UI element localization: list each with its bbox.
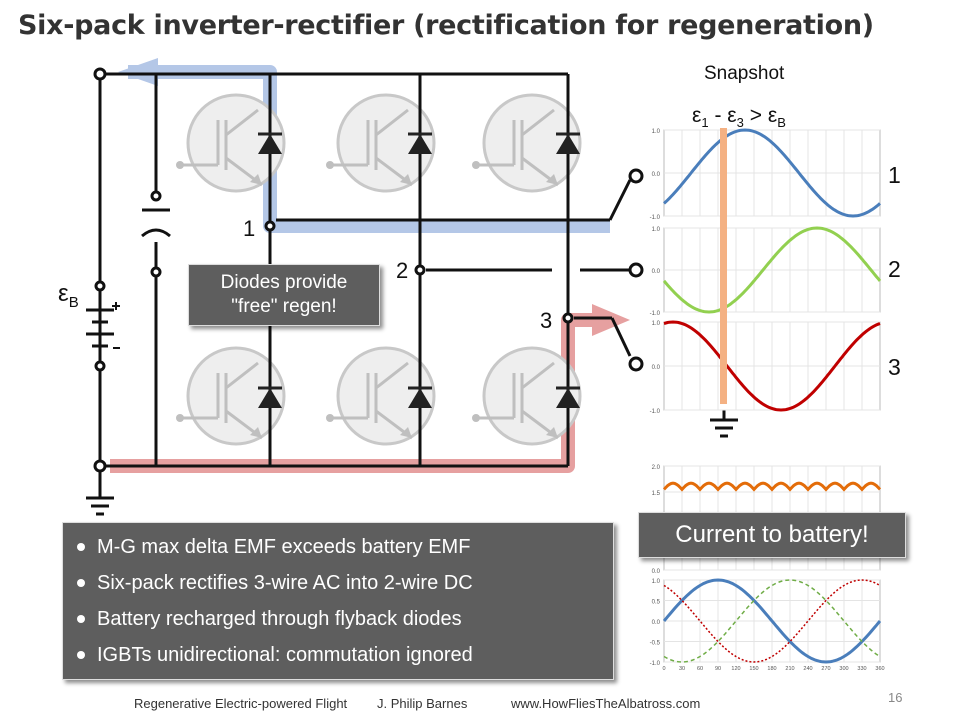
phase-2-curve xyxy=(662,226,882,314)
y-tick-label: 1.0 xyxy=(652,227,661,233)
phase-3-plot: 1.0 0.0 -1.0 xyxy=(650,320,881,415)
y-tick-label: -1.0 xyxy=(650,215,661,221)
page-number: 16 xyxy=(888,690,903,705)
y-tick-label: 0.0 xyxy=(652,569,661,575)
snapshot-formula: ε1 - ε3 > εB xyxy=(692,104,786,131)
x-tick-label: 210 xyxy=(785,666,794,672)
x-tick-label: 30 xyxy=(679,666,685,672)
x-tick-label: 90 xyxy=(715,666,721,672)
y-tick-label: 0.0 xyxy=(652,620,661,626)
phase-plots: 1.0 0.0 -1.0 1.0 0.0 -1.0 1.0 0.0 -1.0 2.0 1.5 1.0 0… xyxy=(650,128,885,672)
y-tick-label: 1.5 xyxy=(652,491,661,497)
ground-icon-phase xyxy=(710,418,738,438)
y-tick-label: 0.0 xyxy=(652,269,661,275)
phase-label-2: 2 xyxy=(888,256,901,282)
x-tick-label: 150 xyxy=(749,666,758,672)
three-phase-b xyxy=(663,579,881,663)
three-phase-c xyxy=(663,579,881,663)
bullet-item: Battery recharged through flyback diodes xyxy=(75,601,613,637)
footer-course: Regenerative Electric-powered Flight xyxy=(134,696,348,711)
diodes-callout-line2: "free" regen! xyxy=(231,296,337,317)
phase-3-curve xyxy=(663,320,881,412)
diodes-callout: Diodes provide "free" regen! xyxy=(188,264,380,326)
igbt-lower-3 xyxy=(482,346,582,446)
phase-label-3: 3 xyxy=(888,354,901,380)
igbt-upper-2 xyxy=(336,93,436,193)
footer-url[interactable]: www.HowFliesTheAlbatross.com xyxy=(511,696,701,711)
snapshot-label: Snapshot xyxy=(704,63,785,84)
x-tick-label: 180 xyxy=(767,666,776,672)
node-label-3: 3 xyxy=(540,308,553,333)
y-tick-label: 1.0 xyxy=(652,129,661,135)
x-tick-label: 270 xyxy=(821,666,830,672)
y-tick-label: 0.0 xyxy=(652,172,661,178)
snapshot-marker xyxy=(720,128,727,404)
y-tick-label: -1.0 xyxy=(650,409,661,415)
bullet-box: M-G max delta EMF exceeds battery EMF Si… xyxy=(62,522,614,680)
igbt-upper-3 xyxy=(482,93,582,193)
footer-author: J. Philip Barnes xyxy=(377,696,468,711)
terminal-nodes xyxy=(93,67,644,473)
x-tick-label: 0 xyxy=(662,666,665,672)
y-tick-label: 2.0 xyxy=(652,465,661,471)
node-label-1: 1 xyxy=(243,216,256,241)
battery-icon xyxy=(86,302,120,349)
igbt-lower-2 xyxy=(336,346,436,446)
phase-label-1: 1 xyxy=(888,162,901,188)
y-tick-label: 0.5 xyxy=(652,600,661,606)
ground-icon xyxy=(86,496,114,516)
page-title: Six-pack inverter-rectifier (rectificati… xyxy=(18,10,874,41)
y-tick-label: 0.0 xyxy=(652,365,661,371)
battery-emf-label: εB xyxy=(58,280,79,311)
rectified-curve xyxy=(662,481,882,492)
diodes-callout-line1: Diodes provide xyxy=(220,272,348,293)
three-phase-a xyxy=(662,578,882,664)
x-tick-label: 120 xyxy=(731,666,740,672)
igbt-upper-1 xyxy=(186,93,286,193)
capacitor-icon xyxy=(141,208,171,238)
y-tick-label: -1.0 xyxy=(650,661,661,667)
x-tick-label: 360 xyxy=(875,666,884,672)
y-tick-label: -0.5 xyxy=(650,641,661,647)
x-tick-label: 330 xyxy=(857,666,866,672)
x-tick-label: 300 xyxy=(839,666,848,672)
phase-2-plot: 1.0 0.0 -1.0 xyxy=(650,226,882,317)
bullet-item: Six-pack rectifies 3-wire AC into 2-wire… xyxy=(75,565,613,601)
phase-1-plot: 1.0 0.0 -1.0 xyxy=(650,128,881,221)
bullet-item: M-G max delta EMF exceeds battery EMF xyxy=(75,529,613,565)
igbt-lower-1 xyxy=(186,346,286,446)
three-phase-plot: 1.0 0.5 0.0 -0.5 -1.00 30 60 90 120 150 180 210 240 2… xyxy=(650,578,885,672)
y-tick-label: 1.0 xyxy=(652,321,661,327)
igbt-symbols xyxy=(186,93,582,446)
y-tick-label: 1.0 xyxy=(652,579,661,585)
phase-1-curve xyxy=(663,128,881,218)
x-tick-label: 60 xyxy=(697,666,703,672)
y-tick-label: -1.0 xyxy=(650,311,661,317)
x-tick-label: 240 xyxy=(803,666,812,672)
node-label-2: 2 xyxy=(396,258,409,283)
current-callout: Current to battery! xyxy=(638,512,906,558)
bullet-item: IGBTs unidirectional: commutation ignore… xyxy=(75,637,613,673)
